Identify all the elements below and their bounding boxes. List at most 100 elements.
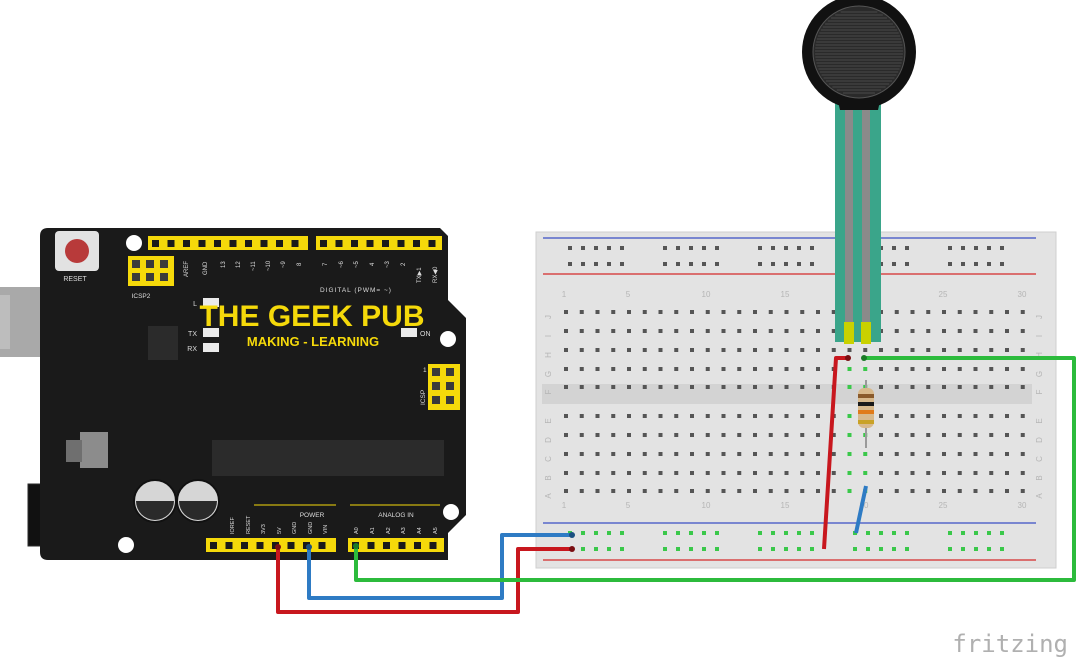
breadboard-hole[interactable] (863, 471, 868, 475)
breadboard-hole[interactable] (800, 367, 805, 371)
breadboard-hole[interactable] (721, 433, 726, 437)
breadboard-hole[interactable] (926, 414, 931, 418)
breadboard-hole[interactable] (768, 471, 773, 475)
breadboard-hole[interactable] (564, 385, 568, 389)
breadboard-hole[interactable] (627, 310, 631, 314)
breadboard-hole[interactable] (800, 433, 805, 437)
breadboard-hole[interactable] (973, 489, 978, 493)
breadboard-hole[interactable] (642, 348, 647, 352)
breadboard-hole[interactable] (674, 414, 679, 418)
icsp-pin[interactable] (432, 396, 440, 404)
breadboard-hole[interactable] (690, 452, 694, 456)
breadboard-hole[interactable] (737, 414, 742, 418)
breadboard-hole[interactable] (831, 348, 836, 352)
breadboard-hole[interactable] (737, 385, 742, 389)
breadboard-hole[interactable] (973, 452, 978, 456)
breadboard-hole[interactable] (627, 471, 631, 475)
breadboard-hole[interactable] (926, 348, 931, 352)
breadboard-hole[interactable] (595, 348, 600, 352)
breadboard-hole[interactable] (674, 489, 679, 493)
breadboard-hole[interactable] (737, 310, 742, 314)
header-pin[interactable] (229, 240, 237, 247)
breadboard-hole[interactable] (690, 385, 694, 389)
breadboard-hole[interactable] (989, 367, 994, 371)
breadboard-hole[interactable] (579, 471, 584, 475)
breadboard-hole[interactable] (658, 385, 663, 389)
breadboard-hole[interactable] (674, 348, 679, 352)
breadboard-hole[interactable] (737, 329, 742, 333)
breadboard-hole[interactable] (831, 452, 836, 456)
breadboard-hole[interactable] (1005, 367, 1009, 371)
breadboard-hole[interactable] (721, 348, 726, 352)
rail-hole[interactable] (905, 262, 909, 266)
breadboard-hole[interactable] (658, 310, 663, 314)
breadboard-hole[interactable] (611, 471, 616, 475)
rail-hole[interactable] (987, 262, 991, 266)
header-pin[interactable] (245, 240, 252, 247)
breadboard-hole[interactable] (611, 310, 616, 314)
icsp-pin[interactable] (446, 368, 454, 376)
rail-hole[interactable] (892, 262, 896, 266)
header-pin[interactable] (167, 240, 175, 247)
breadboard-hole[interactable] (957, 329, 962, 333)
breadboard-hole[interactable] (768, 385, 773, 389)
breadboard-hole[interactable] (658, 367, 663, 371)
rail-hole[interactable] (594, 531, 598, 535)
breadboard-hole[interactable] (674, 367, 679, 371)
breadboard-hole[interactable] (816, 367, 820, 371)
breadboard-hole[interactable] (642, 489, 647, 493)
breadboard-hole[interactable] (768, 433, 773, 437)
rail-hole[interactable] (987, 531, 991, 535)
rail-hole[interactable] (758, 531, 762, 535)
breadboard-hole[interactable] (816, 310, 820, 314)
rail-hole[interactable] (607, 531, 611, 535)
rail-hole[interactable] (974, 531, 978, 535)
rail-hole[interactable] (961, 531, 965, 535)
breadboard-hole[interactable] (942, 414, 946, 418)
header-pin[interactable] (351, 240, 358, 247)
breadboard-hole[interactable] (1005, 329, 1009, 333)
rail-hole[interactable] (620, 262, 624, 266)
rail-hole[interactable] (948, 246, 952, 250)
header-pin[interactable] (260, 240, 268, 247)
breadboard-hole[interactable] (863, 367, 868, 371)
breadboard-hole[interactable] (595, 452, 600, 456)
breadboard-hole[interactable] (847, 385, 852, 389)
rail-hole[interactable] (853, 547, 857, 551)
breadboard-hole[interactable] (957, 489, 962, 493)
breadboard-hole[interactable] (737, 452, 742, 456)
breadboard-hole[interactable] (894, 310, 899, 314)
breadboard-hole[interactable] (863, 348, 868, 352)
breadboard-hole[interactable] (595, 414, 600, 418)
breadboard-hole[interactable] (942, 452, 946, 456)
breadboard-hole[interactable] (910, 348, 915, 352)
breadboard-hole[interactable] (816, 385, 820, 389)
breadboard-hole[interactable] (800, 471, 805, 475)
breadboard-hole[interactable] (942, 348, 946, 352)
breadboard-hole[interactable] (658, 348, 663, 352)
breadboard-hole[interactable] (642, 385, 647, 389)
breadboard-hole[interactable] (894, 414, 899, 418)
rail-hole[interactable] (702, 262, 706, 266)
breadboard-hole[interactable] (957, 433, 962, 437)
breadboard-hole[interactable] (910, 367, 915, 371)
breadboard-hole[interactable] (768, 367, 773, 371)
breadboard-hole[interactable] (879, 348, 883, 352)
breadboard-hole[interactable] (579, 489, 584, 493)
breadboard-hole[interactable] (831, 310, 836, 314)
rail-hole[interactable] (1000, 262, 1004, 266)
breadboard-hole[interactable] (690, 348, 694, 352)
breadboard-hole[interactable] (957, 348, 962, 352)
rail-hole[interactable] (702, 531, 706, 535)
breadboard-hole[interactable] (910, 385, 915, 389)
rail-hole[interactable] (663, 531, 667, 535)
rail-hole[interactable] (810, 262, 814, 266)
reset-button-cap[interactable] (65, 239, 89, 263)
rail-hole[interactable] (810, 547, 814, 551)
breadboard-hole[interactable] (753, 452, 757, 456)
rail-hole[interactable] (607, 246, 611, 250)
breadboard-hole[interactable] (910, 329, 915, 333)
breadboard-hole[interactable] (926, 433, 931, 437)
breadboard-hole[interactable] (879, 452, 883, 456)
breadboard-hole[interactable] (768, 348, 773, 352)
